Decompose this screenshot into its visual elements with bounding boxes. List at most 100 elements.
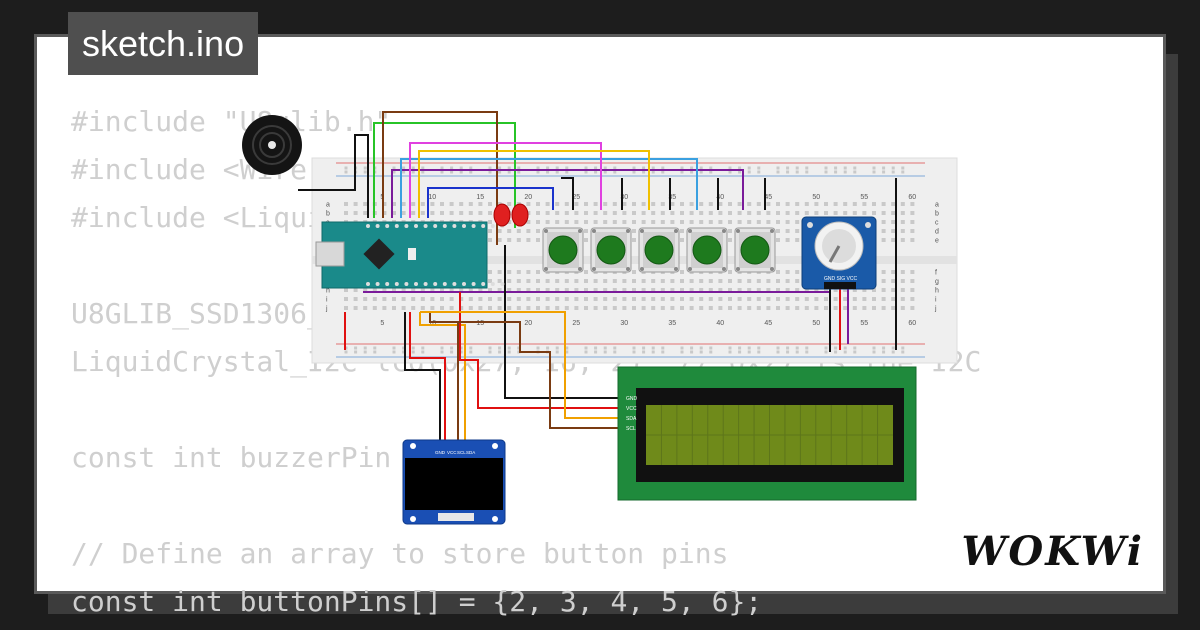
file-tab[interactable]: sketch.ino: [68, 12, 259, 75]
breadboard-hole: [728, 297, 732, 301]
breadboard-hole: [795, 270, 800, 274]
breadboard-hole: [526, 202, 531, 206]
lcd-pin-vcc: VCC: [626, 406, 637, 412]
rail-hole: [805, 346, 809, 350]
breadboard-hole: [718, 288, 723, 292]
breadboard-hole: [584, 306, 588, 310]
rail-hole: [795, 350, 799, 354]
breadboard-hole: [660, 220, 665, 224]
rail-hole: [853, 170, 857, 174]
breadboard-hole: [843, 288, 848, 292]
breadboard-hole: [804, 202, 809, 206]
rail-hole: [728, 350, 732, 354]
breadboard-hole: [881, 211, 886, 215]
rail-hole: [680, 170, 684, 174]
rail-hole: [603, 350, 607, 354]
breadboard-hole: [555, 306, 560, 310]
rail-hole: [699, 166, 703, 170]
breadboard-row-letter: j: [325, 306, 328, 313]
breadboard-hole: [785, 238, 790, 242]
breadboard-hole: [612, 288, 617, 292]
rail-hole: [421, 346, 425, 350]
push-button: [542, 227, 584, 273]
breadboard-hole: [622, 297, 627, 301]
breadboard-hole: [718, 297, 723, 301]
breadboard-hole: [843, 211, 848, 215]
rail-hole: [440, 166, 444, 170]
rail-hole: [872, 346, 876, 350]
rail-hole: [411, 166, 415, 170]
rail-hole: [469, 170, 473, 174]
breadboard-hole: [689, 211, 694, 215]
breadboard-hole: [900, 211, 905, 215]
breadboard-hole: [420, 211, 425, 215]
breadboard-hole: [536, 270, 540, 274]
breadboard-hole: [612, 202, 617, 206]
breadboard-hole: [708, 220, 713, 224]
rail-hole: [757, 170, 761, 174]
breadboard-hole: [900, 238, 905, 242]
rail-hole: [613, 350, 617, 354]
breadboard-hole: [852, 297, 857, 301]
breadboard-hole: [545, 297, 550, 301]
breadboard-hole: [795, 238, 800, 242]
rail-hole: [728, 170, 732, 174]
breadboard-hole: [824, 288, 828, 292]
breadboard-hole: [680, 229, 684, 233]
breadboard-hole: [747, 306, 752, 310]
breadboard-hole: [795, 306, 800, 310]
breadboard-column-number: 30: [620, 320, 628, 327]
breadboard-hole: [747, 297, 752, 301]
rail-hole: [882, 350, 886, 354]
breadboard-hole: [728, 238, 732, 242]
breadboard-hole: [776, 279, 780, 283]
breadboard-hole: [622, 306, 627, 310]
breadboard-hole: [795, 288, 800, 292]
breadboard-hole: [622, 279, 627, 283]
rail-hole: [536, 170, 540, 174]
breadboard-hole: [468, 202, 473, 206]
breadboard-hole: [689, 306, 694, 310]
breadboard-hole: [526, 220, 531, 224]
rail-hole: [824, 346, 828, 350]
rail-hole: [776, 170, 780, 174]
breadboard-hole: [497, 229, 502, 233]
rail-hole: [661, 170, 665, 174]
rail-hole: [728, 166, 732, 170]
nano-pin: [394, 224, 399, 228]
breadboard-hole: [785, 229, 790, 233]
breadboard-hole: [680, 297, 684, 301]
breadboard-hole: [795, 297, 800, 301]
rail-hole: [421, 166, 425, 170]
breadboard-hole: [507, 306, 512, 310]
breadboard-hole: [766, 279, 771, 283]
breadboard-hole: [363, 211, 368, 215]
breadboard-hole: [699, 288, 704, 292]
breadboard-hole: [891, 288, 896, 292]
breadboard-hole: [785, 211, 790, 215]
breadboard-row-letter: i: [326, 297, 328, 304]
breadboard-hole: [411, 288, 416, 292]
breadboard-hole: [804, 306, 809, 310]
breadboard-hole: [526, 211, 531, 215]
rail-hole: [757, 166, 761, 170]
breadboard-hole: [651, 220, 656, 224]
nano-pin: [481, 282, 486, 286]
breadboard-hole: [776, 297, 780, 301]
breadboard-hole: [603, 288, 608, 292]
led-red-1: [493, 203, 511, 227]
rail-hole: [795, 166, 799, 170]
breadboard-hole: [910, 288, 915, 292]
breadboard-hole: [756, 297, 761, 301]
breadboard-hole: [372, 306, 377, 310]
breadboard-hole: [641, 288, 646, 292]
breadboard-hole: [737, 220, 742, 224]
breadboard-hole: [660, 297, 665, 301]
breadboard-hole: [516, 229, 521, 233]
breadboard-hole: [622, 211, 627, 215]
breadboard-row-letter: h: [326, 288, 330, 295]
breadboard-hole: [852, 202, 857, 206]
rail-hole: [853, 346, 857, 350]
breadboard-hole: [824, 202, 828, 206]
rail-hole: [642, 346, 646, 350]
